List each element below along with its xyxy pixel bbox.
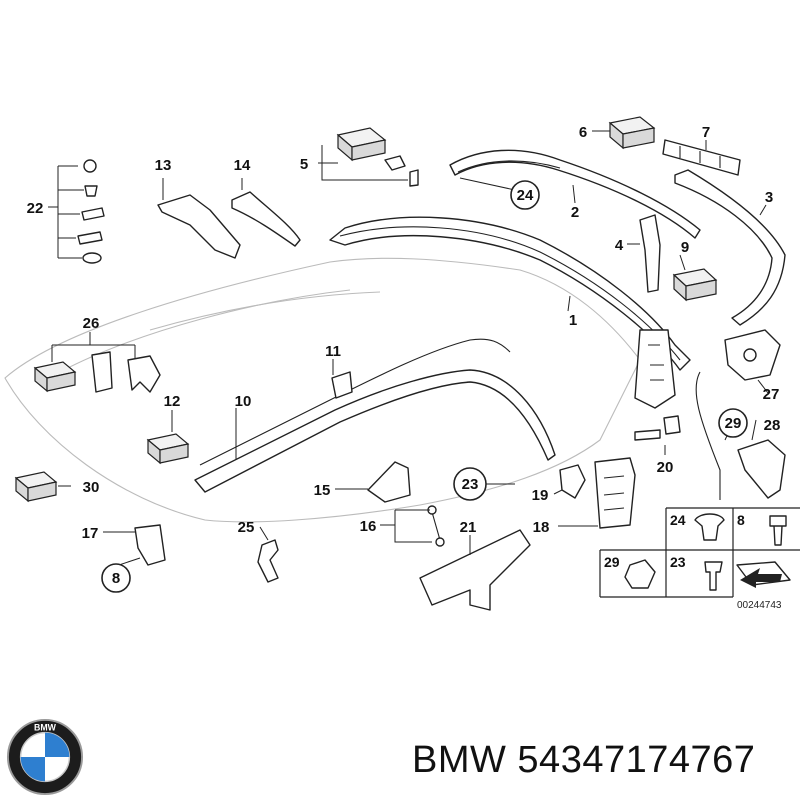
bracket-part-15: [367, 461, 411, 503]
legend-label-24: 24: [670, 512, 686, 528]
strip-part-7: [662, 139, 741, 176]
callout-25: 25: [238, 519, 255, 536]
legend-label-8: 8: [737, 512, 745, 528]
callout-21: 21: [460, 519, 477, 536]
brackets-part-26: [91, 351, 161, 393]
callout-circle-29: [718, 408, 748, 438]
callout-18: 18: [533, 519, 550, 536]
callout-15: 15: [314, 482, 331, 499]
callout-5: 5: [300, 156, 308, 173]
callout-11: 11: [325, 343, 341, 360]
callout-23-circled: 23: [462, 476, 479, 493]
callout-26: 26: [83, 315, 100, 332]
arrow-head-icon: [740, 568, 782, 588]
hinge-part-17: [134, 524, 166, 566]
callout-22: 22: [27, 200, 44, 217]
latch-part-27: [724, 329, 781, 381]
logo-letters: BMW: [34, 723, 57, 733]
leader-lines: [48, 130, 769, 568]
bolts-part-20: [634, 415, 681, 441]
callout-3: 3: [765, 189, 773, 206]
callout-24-circled: 24: [517, 187, 534, 204]
callout-29-circled: 29: [725, 415, 742, 432]
callout-14: 14: [234, 157, 251, 174]
fasteners-part-22: [77, 159, 105, 264]
cable-part-10: [194, 338, 556, 493]
rod-part-25: [257, 539, 279, 583]
package-5: [336, 127, 387, 162]
bracket-part-19: [559, 464, 586, 499]
callout-1: 1: [569, 312, 577, 329]
callout-2: 2: [571, 204, 579, 221]
callout-6: 6: [579, 124, 587, 141]
package-9: [672, 268, 718, 302]
callout-30: 30: [83, 479, 100, 496]
bracket-part-4: [639, 214, 661, 293]
callout-13: 13: [155, 157, 172, 174]
callout-27: 27: [763, 386, 780, 403]
bracket-part-13: [157, 194, 241, 259]
callout-12: 12: [164, 393, 181, 410]
callout-circle-23: [453, 467, 487, 501]
screw-icon-8: [769, 515, 787, 546]
bmw-logo: BMW: [6, 718, 84, 796]
legend-grid: 24 8 29 23 00244743: [599, 507, 800, 611]
seal-part-3: [674, 169, 786, 326]
trim-part-14: [231, 191, 301, 247]
callout-20: 20: [657, 459, 674, 476]
package-30: [14, 471, 58, 503]
pin-part-16: [427, 505, 445, 547]
clip-part-11: [331, 371, 353, 399]
legend-label-23: 23: [670, 554, 686, 570]
legend-label-29: 29: [604, 554, 620, 570]
callout-28: 28: [764, 417, 781, 434]
clip-icon-24: [694, 513, 725, 541]
frame-part-1: [329, 216, 691, 409]
brand-part-number: BMW 54347174767: [412, 739, 756, 781]
callout-9: 9: [681, 239, 689, 256]
callout-circle-24: [510, 180, 540, 210]
callout-17: 17: [82, 525, 99, 542]
callout-16: 16: [360, 518, 377, 535]
nut-icon-29: [624, 559, 656, 589]
callout-8-circled: 8: [112, 570, 120, 587]
callout-19: 19: [532, 487, 549, 504]
plate-part-21: [419, 529, 531, 611]
callout-10: 10: [235, 393, 252, 410]
package-icons: [14, 116, 718, 503]
callout-circle-8: [101, 563, 131, 593]
stud-icon-23: [704, 561, 723, 591]
clip-part-5: [384, 155, 419, 187]
latch-part-28: [695, 371, 786, 500]
callout-7: 7: [702, 124, 710, 141]
package-6: [608, 116, 656, 150]
doc-number: 00244743: [737, 600, 782, 611]
bracket-part-18: [594, 457, 636, 529]
package-26: [33, 361, 77, 393]
callout-labels: 1 2 3 4 5 6 7 9 10 11 12 13 14 15 16 17 …: [27, 124, 781, 587]
package-12: [146, 433, 190, 465]
rail-part-2: [449, 149, 701, 239]
callout-4: 4: [615, 237, 624, 254]
